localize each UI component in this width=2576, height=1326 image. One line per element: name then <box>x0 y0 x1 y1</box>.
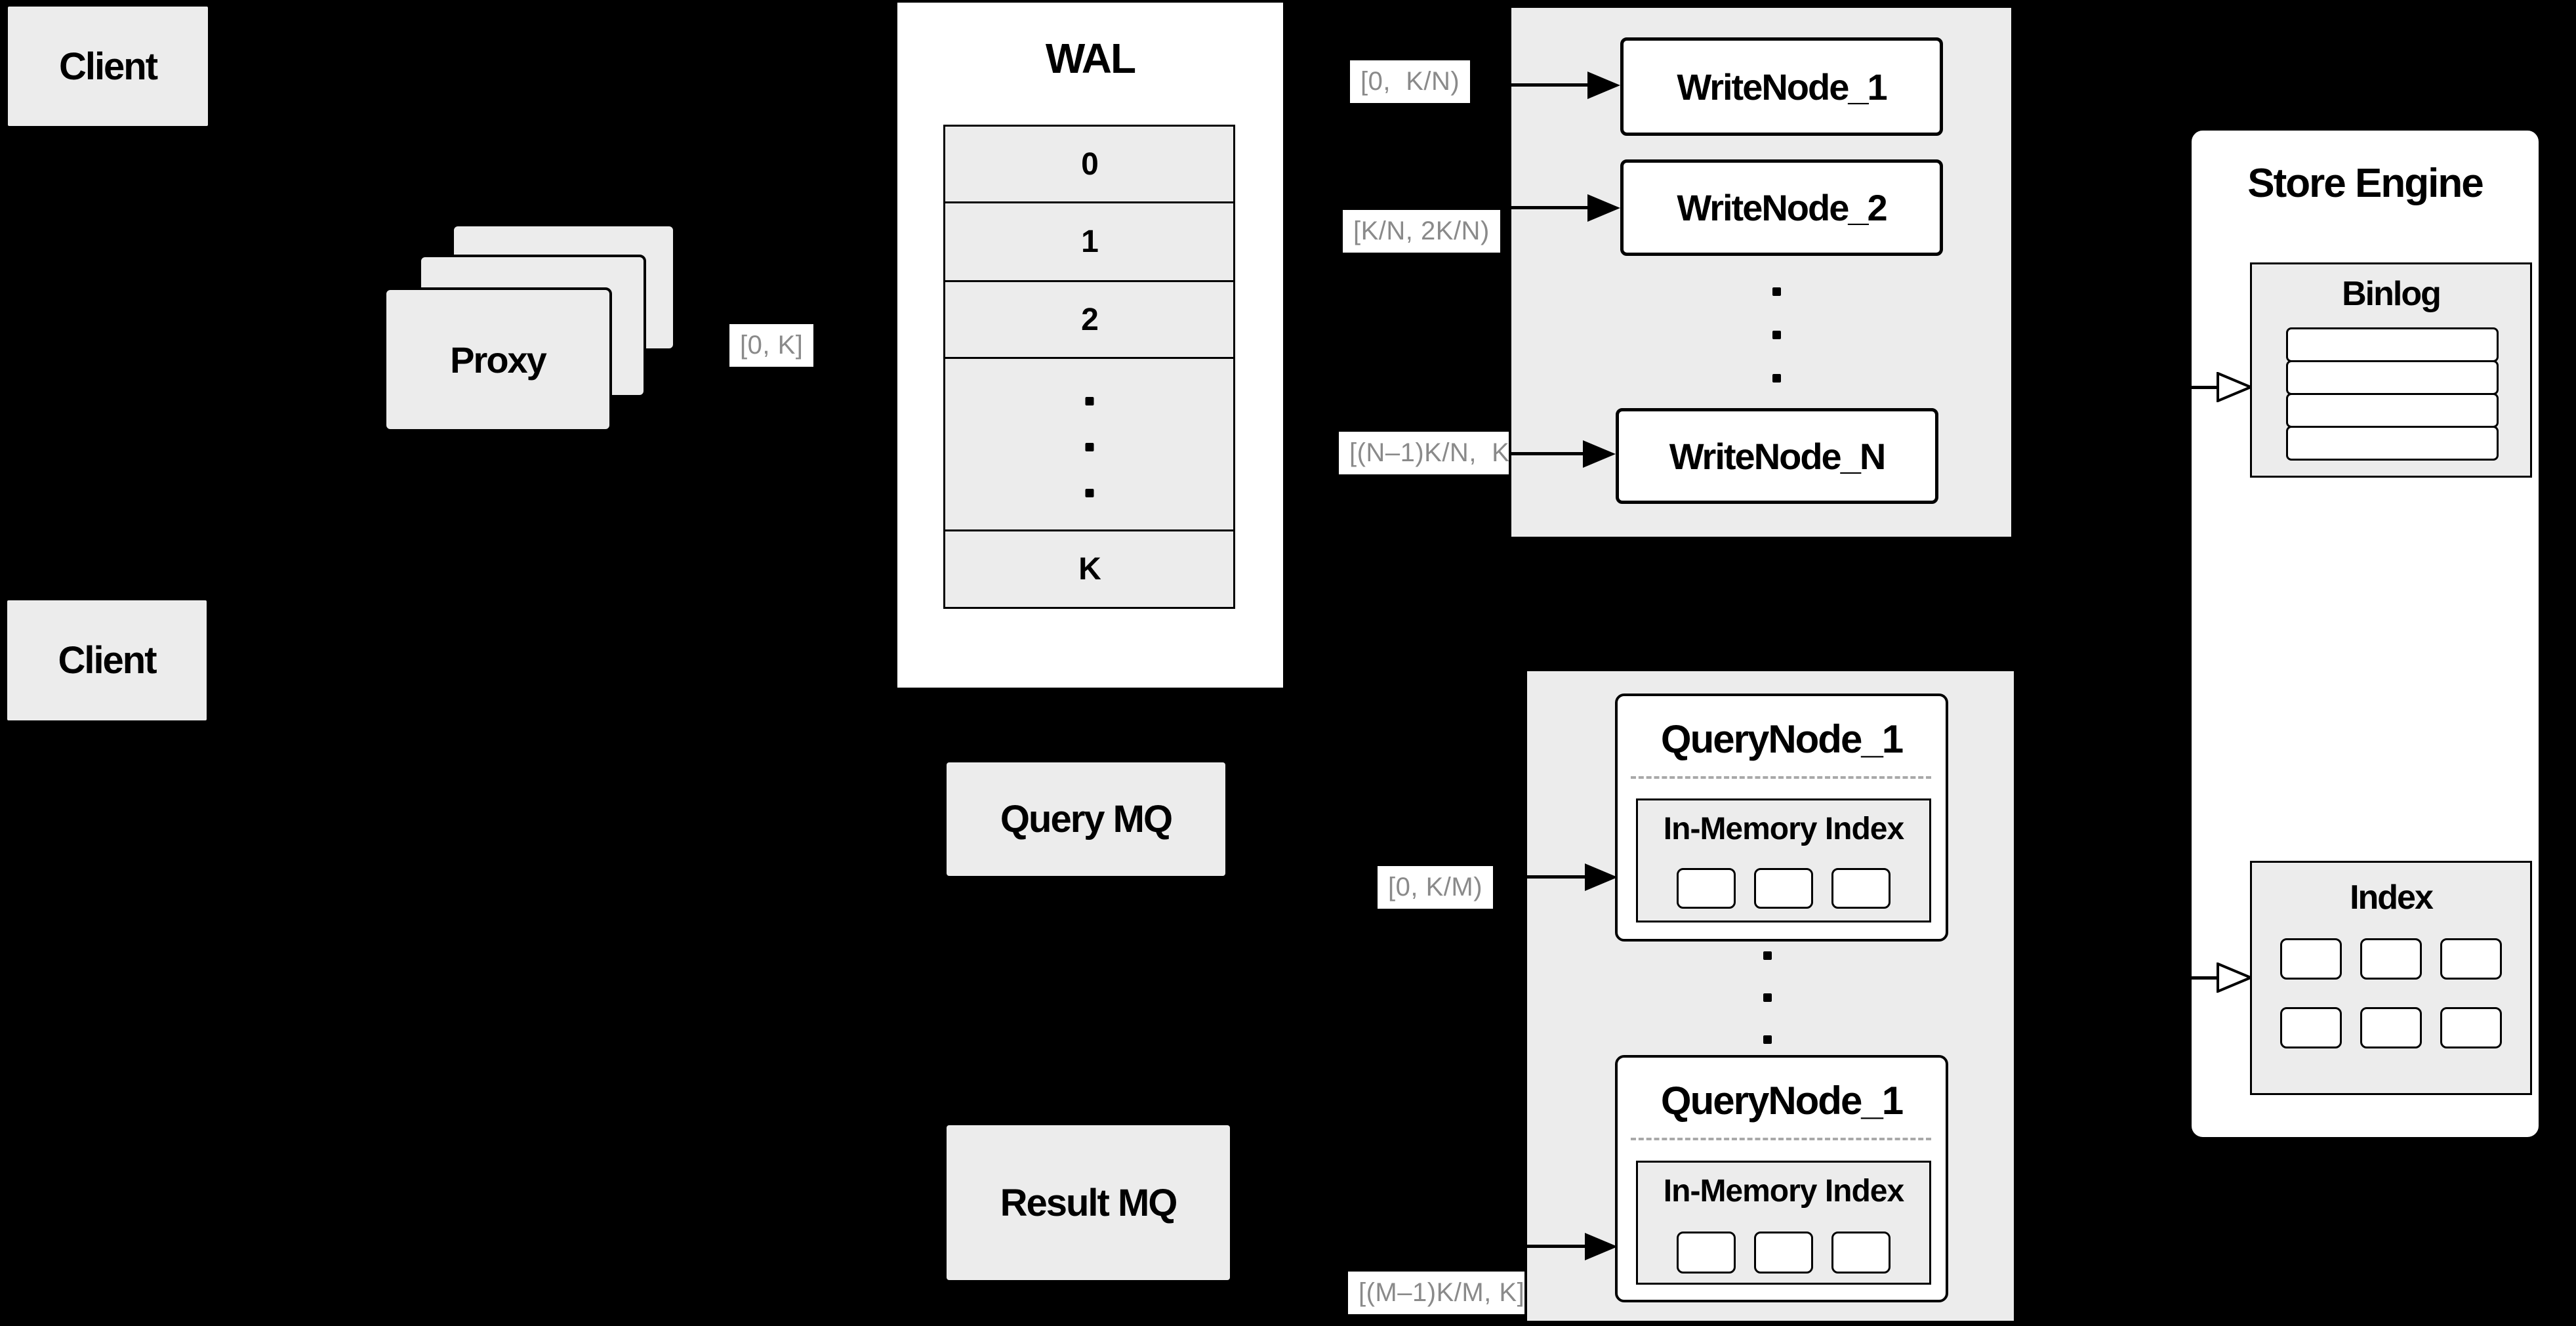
wal-box: WAL 0 1 2 K <box>897 3 1283 688</box>
writenode-2-label: WriteNode_2 <box>1677 187 1887 228</box>
range-label-write1: [0, K/N) <box>1350 60 1471 103</box>
index-segment-square <box>2440 1007 2502 1048</box>
writenode-n-label: WriteNode_N <box>1669 435 1887 477</box>
binlog-row <box>2286 426 2499 461</box>
segment-square <box>1831 1232 1891 1274</box>
range-label-proxy-to-wal: [0, K] <box>729 324 814 367</box>
range-label-query1: [0, K/M) <box>1378 866 1494 909</box>
arrow-line-write1 <box>1511 83 1587 87</box>
arrow-head-write1 <box>1587 72 1620 99</box>
result-mq-label: Result MQ <box>1000 1181 1178 1224</box>
segment-square <box>1677 868 1736 909</box>
client-box-bottom: Client <box>6 599 208 722</box>
arrow-head-write2 <box>1587 194 1620 222</box>
query-mq-label: Query MQ <box>1000 798 1173 840</box>
querynode-2-inmemory-box: In-Memory Index <box>1636 1161 1931 1285</box>
writenode-1-box: WriteNode_1 <box>1620 37 1943 136</box>
querynode-1-box: QueryNode_1 In-Memory Index <box>1615 694 1948 942</box>
store-engine-box: Store Engine Binlog Index <box>2190 129 2541 1139</box>
store-engine-title: Store Engine <box>2247 160 2484 206</box>
client-box-top: Client <box>7 5 209 127</box>
proxy-label: Proxy <box>450 339 547 381</box>
querynode-1-inmemory-label: In-Memory Index <box>1663 811 1904 846</box>
segment-square <box>1677 1232 1736 1274</box>
query-cluster-ellipsis-icon <box>1763 951 1772 1044</box>
arrow-line-writen <box>1511 452 1583 455</box>
wal-row-2: 2 <box>943 280 1235 359</box>
write-cluster-panel: WriteNode_1 WriteNode_2 WriteNode_N <box>1509 5 2014 539</box>
index-segment-square <box>2280 938 2342 980</box>
index-segment-square <box>2360 938 2422 980</box>
binlog-title: Binlog <box>2342 275 2442 313</box>
binlog-box: Binlog <box>2250 262 2532 478</box>
writenode-1-label: WriteNode_1 <box>1677 66 1887 108</box>
wal-row-1: 1 <box>943 201 1235 282</box>
client-top-label: Client <box>58 45 158 88</box>
index-box: Index <box>2250 861 2532 1095</box>
wal-title: WAL <box>1045 35 1136 82</box>
writenode-n-box: WriteNode_N <box>1616 408 1938 504</box>
query-cluster-panel: QueryNode_1 In-Memory Index QueryNode_1 <box>1524 669 2016 1323</box>
index-title: Index <box>2350 879 2434 917</box>
querynode-2-title: QueryNode_1 <box>1660 1078 1904 1123</box>
binlog-row <box>2286 327 2499 362</box>
querynode-1-inmemory-box: In-Memory Index <box>1636 798 1931 922</box>
client-bottom-label: Client <box>58 639 157 682</box>
querynode-1-separator <box>1631 776 1931 779</box>
arrow-line-write2 <box>1511 206 1587 209</box>
binlog-row <box>2286 393 2499 428</box>
range-label-query2: [(M–1)K/M, K] <box>1348 1272 1536 1314</box>
write-cluster-ellipsis-icon <box>1772 287 1781 383</box>
arrow-line-query2 <box>1527 1245 1585 1248</box>
querynode-2-box: QueryNode_1 In-Memory Index <box>1615 1055 1948 1302</box>
segment-square <box>1831 868 1891 909</box>
arrow-line-query1 <box>1527 875 1585 879</box>
querynode-2-separator <box>1631 1138 1931 1140</box>
querynode-1-title: QueryNode_1 <box>1660 716 1904 761</box>
arrow-head-query2 <box>1585 1233 1618 1260</box>
wal-table: 0 1 2 K <box>943 125 1235 609</box>
arrow-line-index <box>2192 976 2218 980</box>
querynode-2-inmemory-label: In-Memory Index <box>1663 1173 1904 1209</box>
range-label-write2: [K/N, 2K/N) <box>1343 210 1500 253</box>
proxy-box: Proxy <box>384 287 612 432</box>
wal-row-k: K <box>943 529 1235 609</box>
wal-row-ellipsis <box>943 357 1235 531</box>
arrow-head-writen <box>1583 440 1616 468</box>
arrow-head-open-binlog <box>2217 372 2252 402</box>
wal-ellipsis-icon <box>1085 397 1094 497</box>
segment-square <box>1754 868 1813 909</box>
result-mq-box: Result MQ <box>947 1125 1230 1280</box>
segment-square <box>1754 1232 1813 1274</box>
arrow-head-query1 <box>1585 863 1618 891</box>
arrow-head-open-index <box>2217 963 2252 993</box>
binlog-row <box>2286 360 2499 395</box>
index-segment-square <box>2440 938 2502 980</box>
index-segment-square <box>2360 1007 2422 1048</box>
range-label-writen: [(N–1)K/N, K] <box>1339 432 1528 474</box>
arrow-line-binlog <box>2192 386 2218 389</box>
index-segment-square <box>2280 1007 2342 1048</box>
query-mq-box: Query MQ <box>947 762 1225 876</box>
writenode-2-box: WriteNode_2 <box>1620 159 1943 256</box>
wal-row-0: 0 <box>943 125 1235 203</box>
